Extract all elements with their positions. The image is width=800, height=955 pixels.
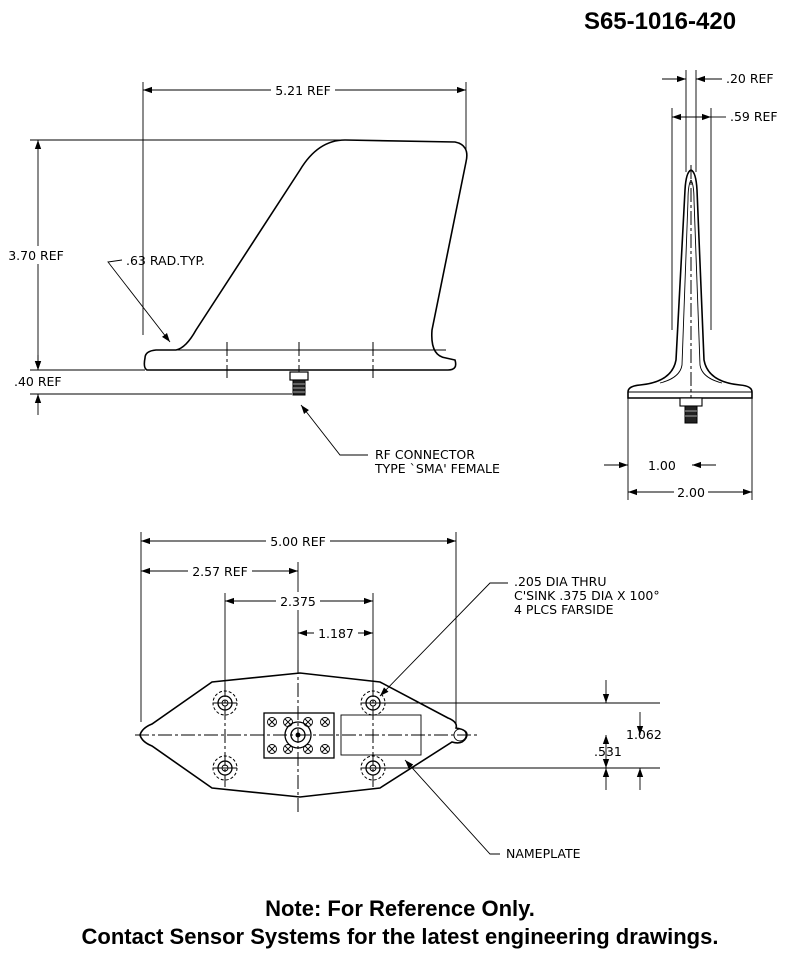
half-row-spacing-dim: .531 (594, 744, 622, 759)
rf-connector-note-line2: TYPE `SMA' FEMALE (374, 461, 500, 476)
connector-flange (263, 712, 335, 759)
base-height-dim: .40 REF (14, 374, 62, 389)
hole-note-line1: .205 DIA THRU (514, 574, 607, 589)
base-width-dim: 2.00 (677, 485, 705, 500)
base-plate-outline (139, 672, 468, 798)
note-line-2: Contact Sensor Systems for the latest en… (81, 924, 719, 949)
part-number: S65-1016-420 (583, 8, 737, 35)
half-hole-spacing-dim: 1.187 (318, 626, 354, 641)
fin-outline (143, 139, 468, 371)
side-width-dim: 5.21 REF (275, 83, 331, 98)
hole-spacing-dim: 2.375 (280, 594, 316, 609)
overall-length-dim: 5.00 REF (270, 534, 326, 549)
plan-view: 5.00 REF 2.57 REF 2.375 1.187 .205 DIA T… (135, 532, 662, 861)
row-spacing-dim: 1.062 (626, 727, 662, 742)
nameplate-label: NAMEPLATE (506, 846, 581, 861)
note-line-1: Note: For Reference Only. (265, 896, 535, 921)
hole-note-line2: C'SINK .375 DIA X 100° (514, 588, 660, 603)
nameplate (340, 714, 422, 756)
center-offset-dim: 2.57 REF (192, 564, 248, 579)
root-thickness-dim: .59 REF (730, 109, 778, 124)
side-height-dim: 3.70 REF (8, 248, 64, 263)
rf-connector-note-line1: RF CONNECTOR (375, 447, 475, 462)
end-view-outline (627, 169, 753, 399)
half-base-dim: 1.00 (648, 458, 676, 473)
side-view: 5.21 REF 3.70 REF .63 RAD.TYP. .40 REF R… (2, 81, 500, 476)
radius-note: .63 RAD.TYP. (126, 253, 205, 268)
hole-note-line3: 4 PLCS FARSIDE (514, 602, 614, 617)
top-thickness-dim: .20 REF (726, 71, 774, 86)
rf-connector (289, 371, 309, 381)
end-view: .20 REF .59 REF 1.00 2.00 (604, 70, 778, 501)
